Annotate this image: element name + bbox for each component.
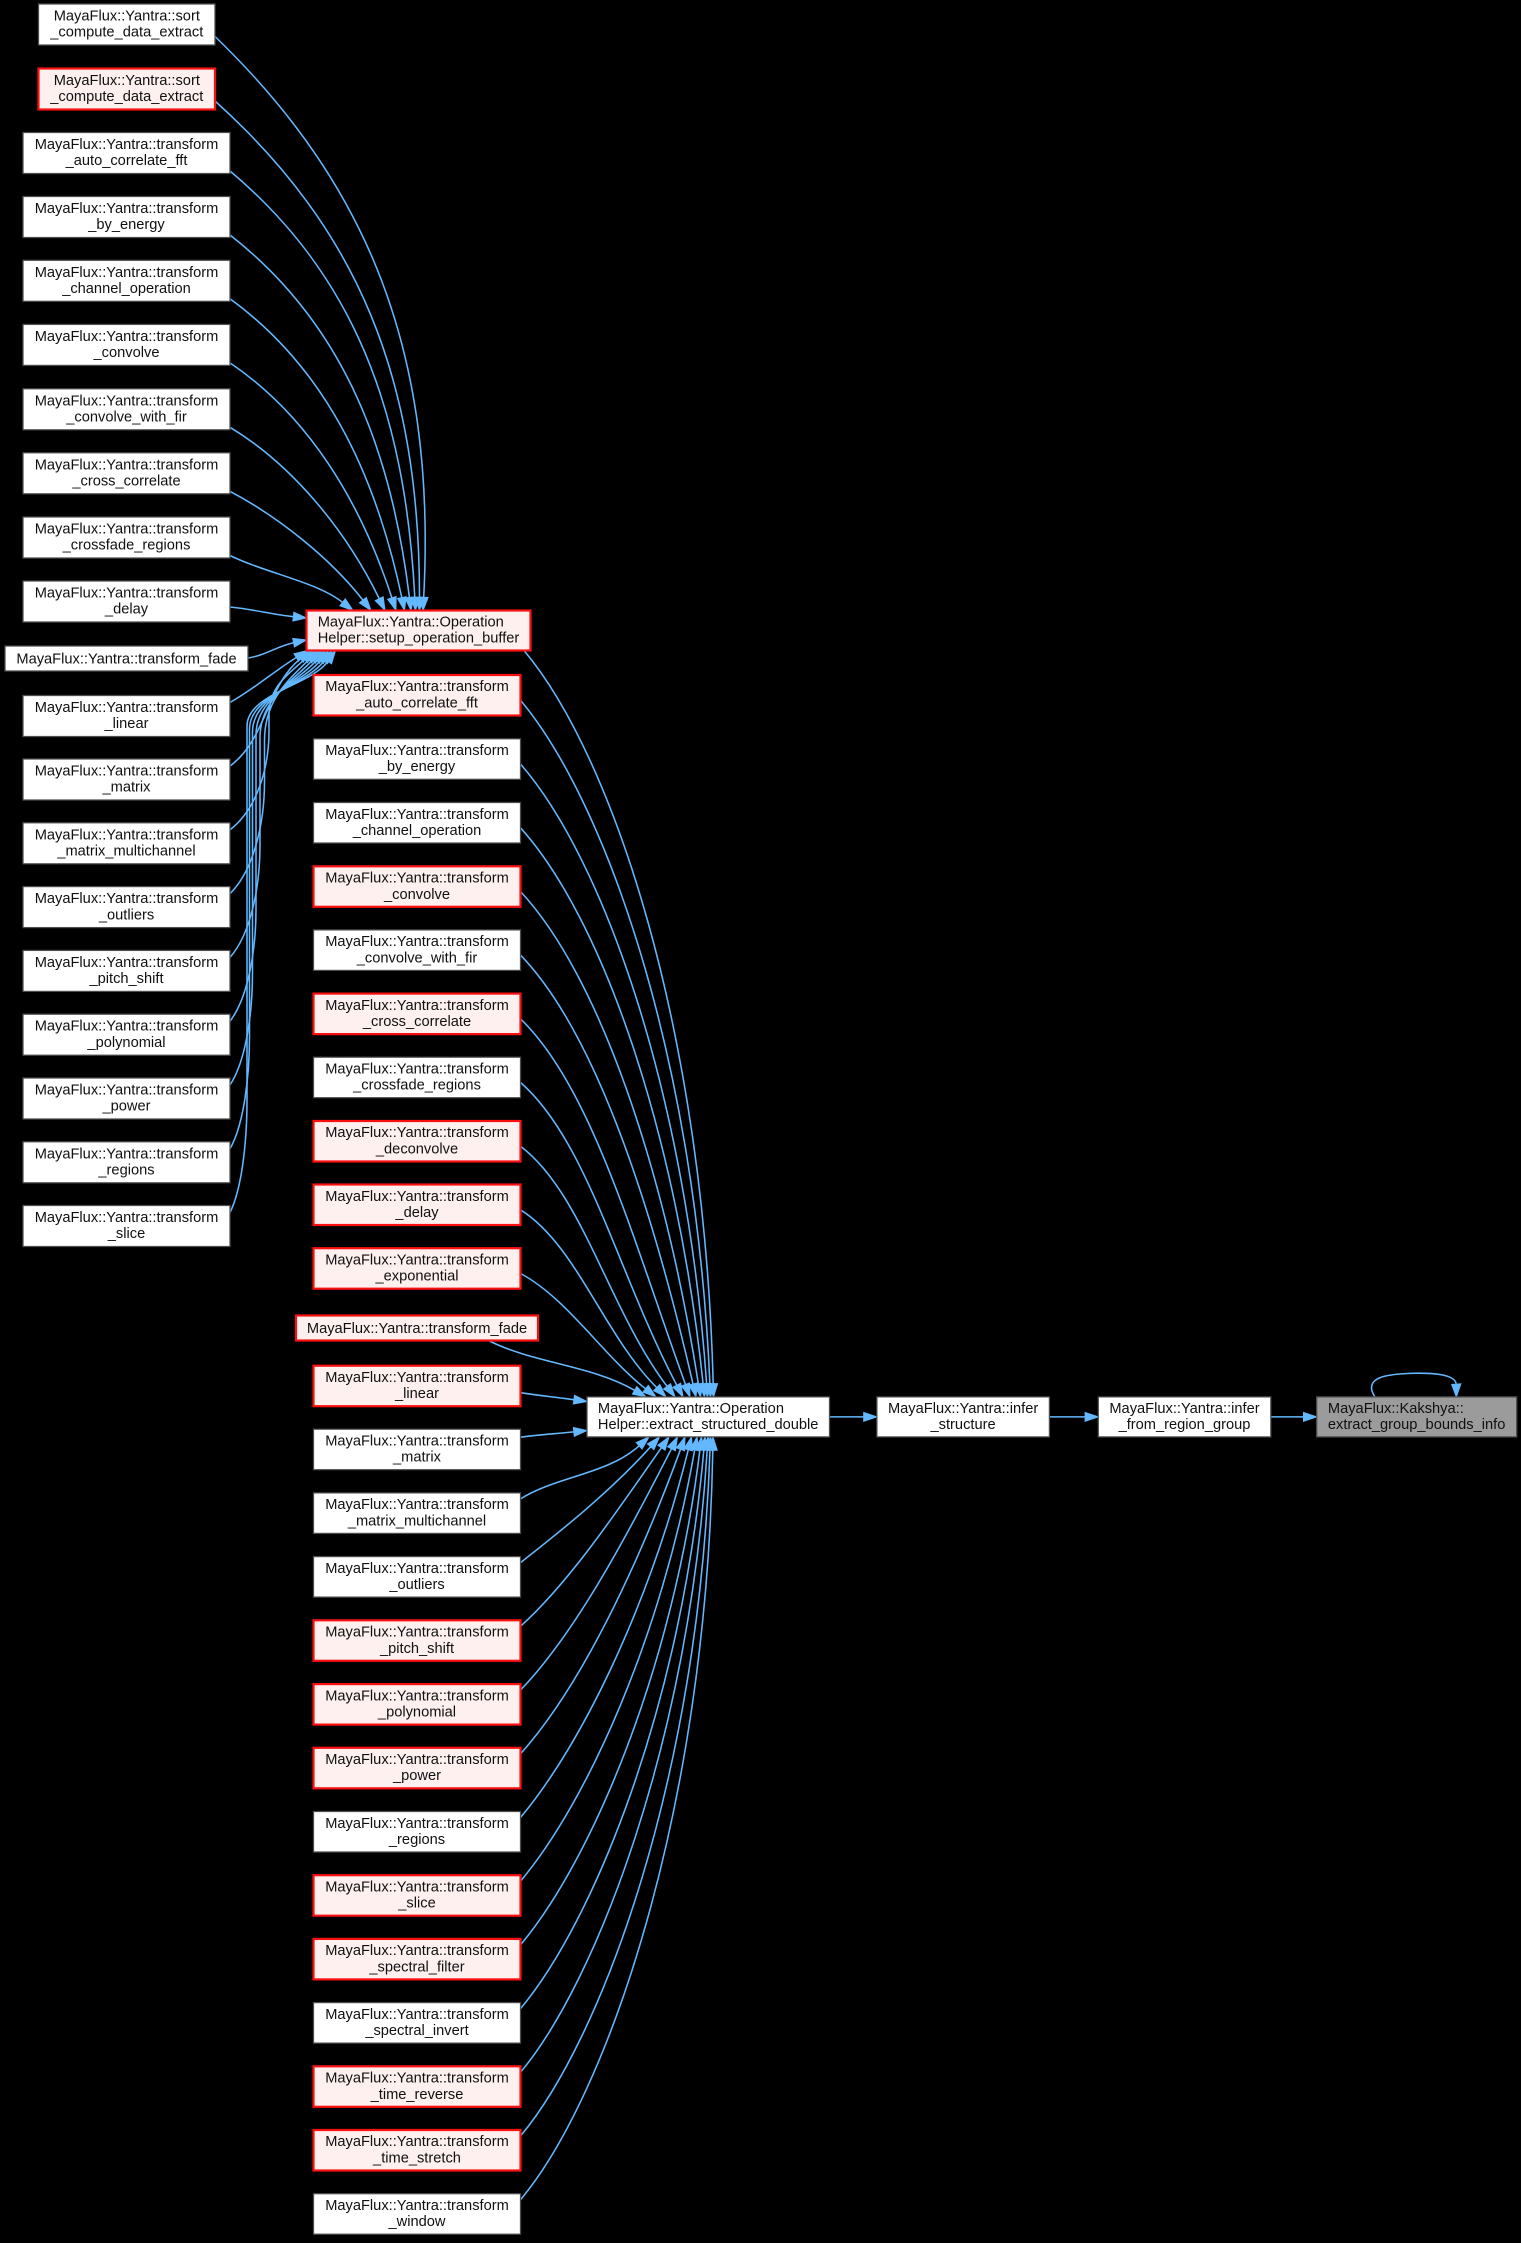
svg-text:MayaFlux::Yantra::transform: MayaFlux::Yantra::transform (325, 1943, 509, 1959)
svg-text:MayaFlux::Yantra::transform: MayaFlux::Yantra::transform (325, 2071, 509, 2087)
svg-text:MayaFlux::Yantra::Operation: MayaFlux::Yantra::Operation (598, 1401, 784, 1417)
svg-text:MayaFlux::Yantra::transform: MayaFlux::Yantra::transform (35, 393, 219, 409)
svg-text:MayaFlux::Yantra::transform: MayaFlux::Yantra::transform (325, 871, 509, 887)
svg-text:MayaFlux::Yantra::transform: MayaFlux::Yantra::transform (325, 1752, 509, 1768)
svg-text:_channel_operation: _channel_operation (352, 823, 482, 839)
svg-text:_auto_correlate_fft: _auto_correlate_fft (65, 153, 188, 169)
svg-text:Helper::setup_operation_buffer: Helper::setup_operation_buffer (318, 631, 520, 647)
svg-text:MayaFlux::Yantra::transform: MayaFlux::Yantra::transform (325, 1062, 509, 1078)
svg-text:_linear: _linear (394, 1386, 439, 1402)
svg-text:_by_energy: _by_energy (378, 759, 456, 775)
svg-text:MayaFlux::Yantra::transform: MayaFlux::Yantra::transform (325, 998, 509, 1014)
svg-text:MayaFlux::Yantra::transform: MayaFlux::Yantra::transform (325, 679, 509, 695)
svg-text:_delay: _delay (394, 1205, 439, 1221)
svg-text:_pitch_shift: _pitch_shift (88, 971, 163, 987)
svg-text:MayaFlux::Yantra::sort: MayaFlux::Yantra::sort (54, 73, 200, 89)
svg-text:MayaFlux::Yantra::transform: MayaFlux::Yantra::transform (325, 743, 509, 759)
svg-text:extract_group_bounds_info: extract_group_bounds_info (1328, 1417, 1505, 1433)
svg-text:_crossfade_regions: _crossfade_regions (352, 1078, 481, 1094)
svg-text:_cross_correlate: _cross_correlate (362, 1014, 471, 1030)
svg-text:MayaFlux::Yantra::transform: MayaFlux::Yantra::transform (325, 1561, 509, 1577)
svg-text:_slice: _slice (397, 1896, 435, 1912)
svg-text:MayaFlux::Yantra::transform: MayaFlux::Yantra::transform (35, 1019, 219, 1035)
svg-text:MayaFlux::Yantra::transform: MayaFlux::Yantra::transform (35, 955, 219, 971)
svg-text:MayaFlux::Yantra::transform: MayaFlux::Yantra::transform (325, 1189, 509, 1205)
svg-text:_outliers: _outliers (98, 907, 154, 923)
svg-text:_regions: _regions (388, 1832, 445, 1848)
svg-text:MayaFlux::Yantra::transform: MayaFlux::Yantra::transform (35, 764, 219, 780)
svg-text:MayaFlux::Yantra::transform: MayaFlux::Yantra::transform (325, 1253, 509, 1269)
svg-text:_power: _power (101, 1099, 150, 1115)
svg-text:MayaFlux::Yantra::transform: MayaFlux::Yantra::transform (35, 1083, 219, 1099)
svg-text:_from_region_group: _from_region_group (1118, 1417, 1251, 1433)
svg-text:MayaFlux::Yantra::transform: MayaFlux::Yantra::transform (325, 807, 509, 823)
svg-text:_convolve_with_fir: _convolve_with_fir (65, 410, 187, 426)
svg-text:MayaFlux::Yantra::transform: MayaFlux::Yantra::transform (35, 1146, 219, 1162)
svg-text:_exponential: _exponential (374, 1269, 458, 1285)
svg-text:_power: _power (392, 1768, 441, 1784)
svg-text:Helper::extract_structured_dou: Helper::extract_structured_double (598, 1417, 819, 1433)
svg-text:MayaFlux::Kakshya::: MayaFlux::Kakshya:: (1328, 1401, 1464, 1417)
svg-text:MayaFlux::Yantra::transform_fa: MayaFlux::Yantra::transform_fade (16, 651, 236, 667)
svg-text:_deconvolve: _deconvolve (375, 1142, 458, 1158)
svg-text:MayaFlux::Yantra::transform: MayaFlux::Yantra::transform (35, 329, 219, 345)
svg-text:MayaFlux::Yantra::transform: MayaFlux::Yantra::transform (35, 586, 219, 602)
svg-text:MayaFlux::Yantra::transform: MayaFlux::Yantra::transform (35, 137, 219, 153)
svg-text:_spectral_invert: _spectral_invert (364, 2023, 468, 2039)
svg-text:_compute_data_extract: _compute_data_extract (49, 89, 203, 105)
svg-text:_delay: _delay (104, 602, 149, 618)
svg-text:MayaFlux::Yantra::transform: MayaFlux::Yantra::transform (325, 2007, 509, 2023)
svg-text:_structure: _structure (930, 1417, 996, 1433)
svg-text:MayaFlux::Yantra::transform: MayaFlux::Yantra::transform (35, 522, 219, 538)
svg-text:MayaFlux::Yantra::transform: MayaFlux::Yantra::transform (325, 2198, 509, 2214)
svg-text:MayaFlux::Yantra::Operation: MayaFlux::Yantra::Operation (318, 615, 504, 631)
svg-text:_by_energy: _by_energy (87, 217, 165, 233)
svg-text:MayaFlux::Yantra::transform: MayaFlux::Yantra::transform (325, 1125, 509, 1141)
svg-text:MayaFlux::Yantra::transform: MayaFlux::Yantra::transform (325, 1816, 509, 1832)
svg-text:_window: _window (388, 2214, 446, 2230)
svg-text:_matrix: _matrix (102, 780, 152, 796)
svg-text:MayaFlux::Yantra::infer: MayaFlux::Yantra::infer (888, 1401, 1038, 1417)
svg-text:_convolve_with_fir: _convolve_with_fir (356, 950, 478, 966)
svg-text:MayaFlux::Yantra::transform: MayaFlux::Yantra::transform (325, 1688, 509, 1704)
svg-text:_slice: _slice (107, 1226, 145, 1242)
svg-text:_crossfade_regions: _crossfade_regions (62, 538, 191, 554)
svg-text:_matrix_multichannel: _matrix_multichannel (56, 844, 195, 860)
svg-text:MayaFlux::Yantra::transform_fa: MayaFlux::Yantra::transform_fade (307, 1321, 527, 1337)
svg-text:MayaFlux::Yantra::transform: MayaFlux::Yantra::transform (35, 201, 219, 217)
svg-text:MayaFlux::Yantra::transform: MayaFlux::Yantra::transform (325, 1497, 509, 1513)
svg-text:MayaFlux::Yantra::transform: MayaFlux::Yantra::transform (35, 827, 219, 843)
svg-text:_pitch_shift: _pitch_shift (379, 1641, 454, 1657)
svg-text:_outliers: _outliers (388, 1577, 444, 1593)
svg-text:_matrix_multichannel: _matrix_multichannel (347, 1513, 486, 1529)
svg-text:_convolve: _convolve (93, 345, 160, 361)
svg-text:_compute_data_extract: _compute_data_extract (49, 25, 203, 41)
svg-text:_polynomial: _polynomial (86, 1035, 165, 1051)
svg-text:_time_reverse: _time_reverse (370, 2087, 464, 2103)
svg-text:MayaFlux::Yantra::transform: MayaFlux::Yantra::transform (35, 1210, 219, 1226)
svg-text:_linear: _linear (104, 716, 149, 732)
svg-text:_channel_operation: _channel_operation (61, 281, 191, 297)
svg-text:_auto_correlate_fft: _auto_correlate_fft (355, 696, 478, 712)
svg-text:_cross_correlate: _cross_correlate (71, 474, 180, 490)
svg-text:MayaFlux::Yantra::transform: MayaFlux::Yantra::transform (325, 2134, 509, 2150)
svg-text:_convolve: _convolve (383, 887, 450, 903)
svg-text:_polynomial: _polynomial (377, 1705, 456, 1721)
svg-text:MayaFlux::Yantra::infer: MayaFlux::Yantra::infer (1109, 1401, 1259, 1417)
svg-text:MayaFlux::Yantra::sort: MayaFlux::Yantra::sort (54, 9, 200, 25)
svg-text:MayaFlux::Yantra::transform: MayaFlux::Yantra::transform (325, 1370, 509, 1386)
svg-text:_regions: _regions (97, 1163, 154, 1179)
svg-text:_spectral_filter: _spectral_filter (368, 1959, 464, 1975)
svg-text:_matrix: _matrix (392, 1450, 442, 1466)
svg-text:MayaFlux::Yantra::transform: MayaFlux::Yantra::transform (325, 1625, 509, 1641)
svg-text:MayaFlux::Yantra::transform: MayaFlux::Yantra::transform (325, 1434, 509, 1450)
svg-text:MayaFlux::Yantra::transform: MayaFlux::Yantra::transform (35, 457, 219, 473)
svg-text:MayaFlux::Yantra::transform: MayaFlux::Yantra::transform (35, 265, 219, 281)
svg-text:MayaFlux::Yantra::transform: MayaFlux::Yantra::transform (35, 700, 219, 716)
svg-text:_time_stretch: _time_stretch (372, 2150, 461, 2166)
svg-text:MayaFlux::Yantra::transform: MayaFlux::Yantra::transform (35, 891, 219, 907)
svg-text:MayaFlux::Yantra::transform: MayaFlux::Yantra::transform (325, 934, 509, 950)
svg-text:MayaFlux::Yantra::transform: MayaFlux::Yantra::transform (325, 1880, 509, 1896)
